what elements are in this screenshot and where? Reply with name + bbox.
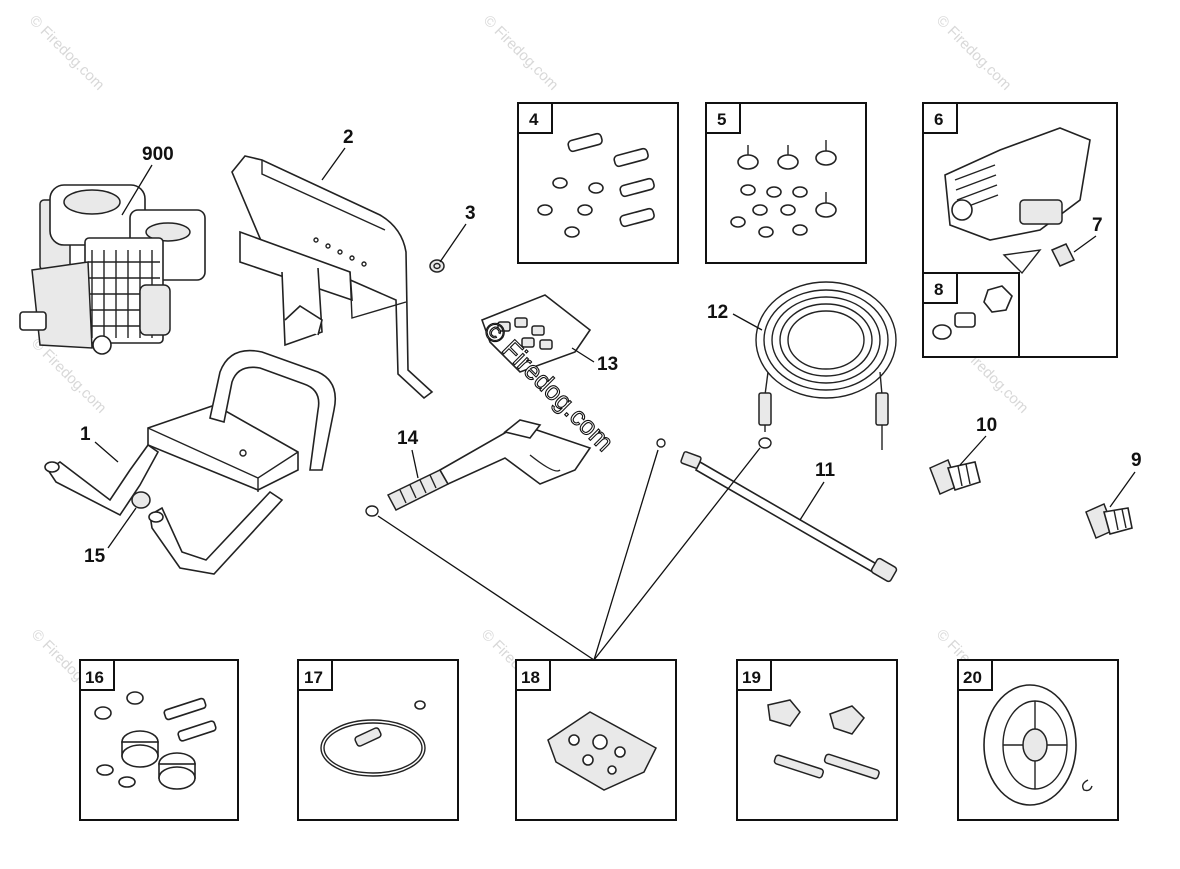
fitting-9-part <box>1085 502 1133 540</box>
hose-part <box>755 281 897 450</box>
box-17-label: 17 <box>304 668 323 687</box>
wand-part <box>656 438 898 583</box>
callout-900: 900 <box>142 144 174 165</box>
spray-gun-part <box>365 419 592 517</box>
box-5-label: 5 <box>717 110 726 129</box>
callout-12: 12 <box>707 302 728 323</box>
callouts: 900 2 3 1 15 13 14 12 11 10 9 <box>80 127 1142 567</box>
callout-3: 3 <box>465 203 476 224</box>
callout-15: 15 <box>84 546 106 567</box>
box-19: 19 <box>736 659 898 821</box>
box-19-label: 19 <box>742 668 761 687</box>
callout-1: 1 <box>80 424 91 445</box>
box-16-label: 16 <box>85 668 104 687</box>
callout-13: 13 <box>597 354 618 375</box>
box-17: 17 <box>297 659 459 821</box>
box-18-label: 18 <box>521 668 540 687</box>
box-20-label: 20 <box>963 668 982 687</box>
callout-14: 14 <box>397 428 419 449</box>
box-4: 4 <box>517 102 679 264</box>
engine-part <box>19 184 206 355</box>
callout-11: 11 <box>815 460 836 481</box>
box-8-label: 8 <box>934 280 943 299</box>
handle-part <box>231 155 434 400</box>
leader-lines-18 <box>377 447 761 661</box>
grommet-part <box>429 259 445 273</box>
cap-part <box>131 491 151 509</box>
fitting-10-part <box>929 458 981 496</box>
box-5: 5 <box>705 102 867 264</box>
callout-7: 7 <box>1092 215 1103 236</box>
box-20: 20 <box>957 659 1119 821</box>
callout-9: 9 <box>1131 450 1142 471</box>
callout-10: 10 <box>976 415 997 436</box>
frame-part <box>44 349 337 575</box>
box-6-label: 6 <box>934 110 943 129</box>
box-16: 16 <box>79 659 239 821</box>
box-8: 8 7 <box>922 215 1103 358</box>
box-18: 18 <box>515 659 677 821</box>
box-4-label: 4 <box>529 110 539 129</box>
nozzle-kit-part <box>480 294 592 373</box>
callout-2: 2 <box>343 127 354 148</box>
